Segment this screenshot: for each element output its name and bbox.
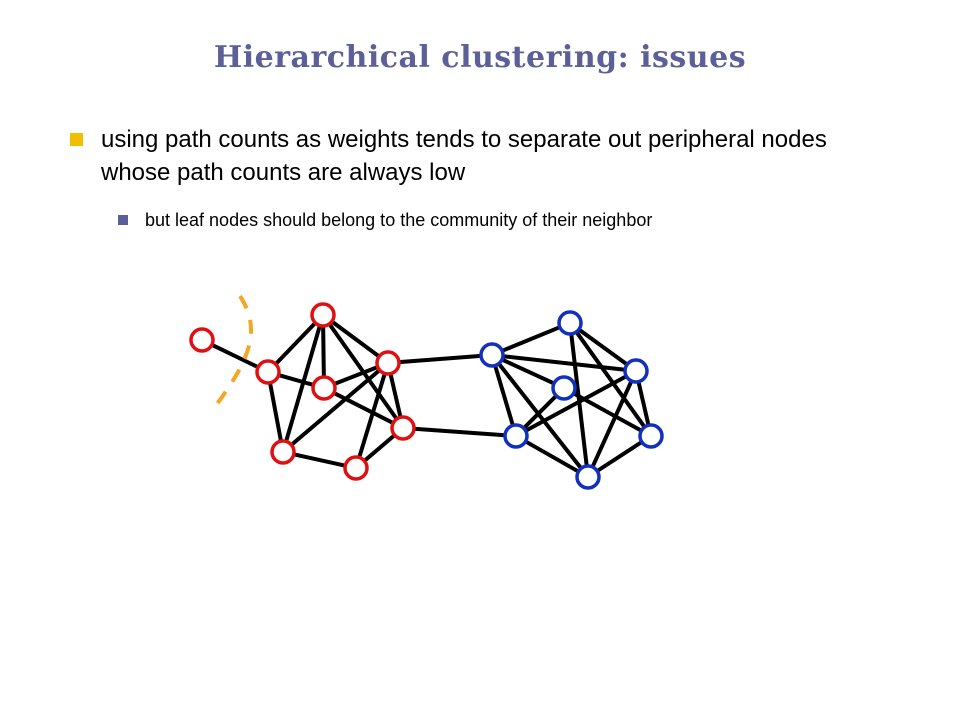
- node-blue-b2: [503, 423, 529, 449]
- node-blue-b0: [479, 342, 505, 368]
- edge-b0-b2: [493, 363, 515, 428]
- edge-b4-b5: [590, 379, 634, 469]
- edge-r3-r6: [331, 390, 396, 426]
- node-red-r5: [270, 439, 296, 465]
- edge-r5-r7: [291, 452, 348, 468]
- node-red-r1: [255, 359, 281, 385]
- edge-b4-b2: [523, 374, 629, 433]
- nodes-layer: [189, 302, 664, 490]
- cut-line: [212, 294, 254, 410]
- edge-r2-r5: [284, 323, 322, 444]
- bullet-text: using path counts as weights tends to se…: [101, 126, 827, 186]
- edge-r2-r3: [321, 323, 326, 380]
- edge-r4-r6: [388, 371, 403, 420]
- node-blue-b5: [575, 464, 601, 490]
- edge-r4-b0: [396, 353, 484, 365]
- node-red-r3: [311, 375, 337, 401]
- node-blue-b1: [557, 310, 583, 336]
- node-blue-b4: [623, 358, 649, 384]
- edge-r4-r5: [289, 368, 382, 447]
- edge-b2-b5: [523, 439, 581, 474]
- edge-b0-b1: [500, 325, 562, 353]
- edges-layer: [209, 319, 651, 474]
- node-red-r4: [375, 350, 401, 376]
- slide-title: Hierarchical clustering: issues: [213, 40, 747, 75]
- edge-b3-b2: [521, 393, 559, 431]
- bullet-square-icon: [70, 133, 83, 146]
- edge-r6-r7: [362, 433, 397, 463]
- edge-r3-r4: [332, 365, 380, 386]
- node-blue-b3: [551, 375, 577, 401]
- sub-bullet-square-icon: [118, 215, 128, 225]
- bullet-level-1: using path counts as weights tends to se…: [70, 123, 870, 189]
- bullet-level-2: but leaf nodes should belong to the comm…: [118, 208, 918, 232]
- edge-b0-b4: [500, 354, 628, 372]
- edge-r6-b2: [411, 426, 508, 438]
- edge-b0-b3: [499, 357, 557, 386]
- edge-b0-b5: [496, 361, 584, 471]
- edge-b1-b6: [574, 329, 647, 430]
- node-red-r2: [310, 302, 336, 328]
- node-blue-b6: [638, 423, 664, 449]
- sub-bullet-text: but leaf nodes should belong to the comm…: [145, 210, 653, 230]
- edge-r0-r1: [209, 342, 261, 370]
- edge-b4-b6: [636, 379, 651, 428]
- edge-r1-r2: [273, 320, 318, 367]
- edge-r2-r4: [329, 319, 382, 359]
- edge-b1-b4: [576, 327, 630, 367]
- edge-r1-r3: [276, 373, 316, 387]
- node-red-r6: [390, 415, 416, 441]
- edge-r7-r4: [357, 371, 387, 460]
- node-red-r0: [189, 327, 215, 353]
- edge-r1-r5: [268, 380, 283, 444]
- edge-b5-b6: [595, 440, 644, 473]
- node-red-r7: [343, 455, 369, 481]
